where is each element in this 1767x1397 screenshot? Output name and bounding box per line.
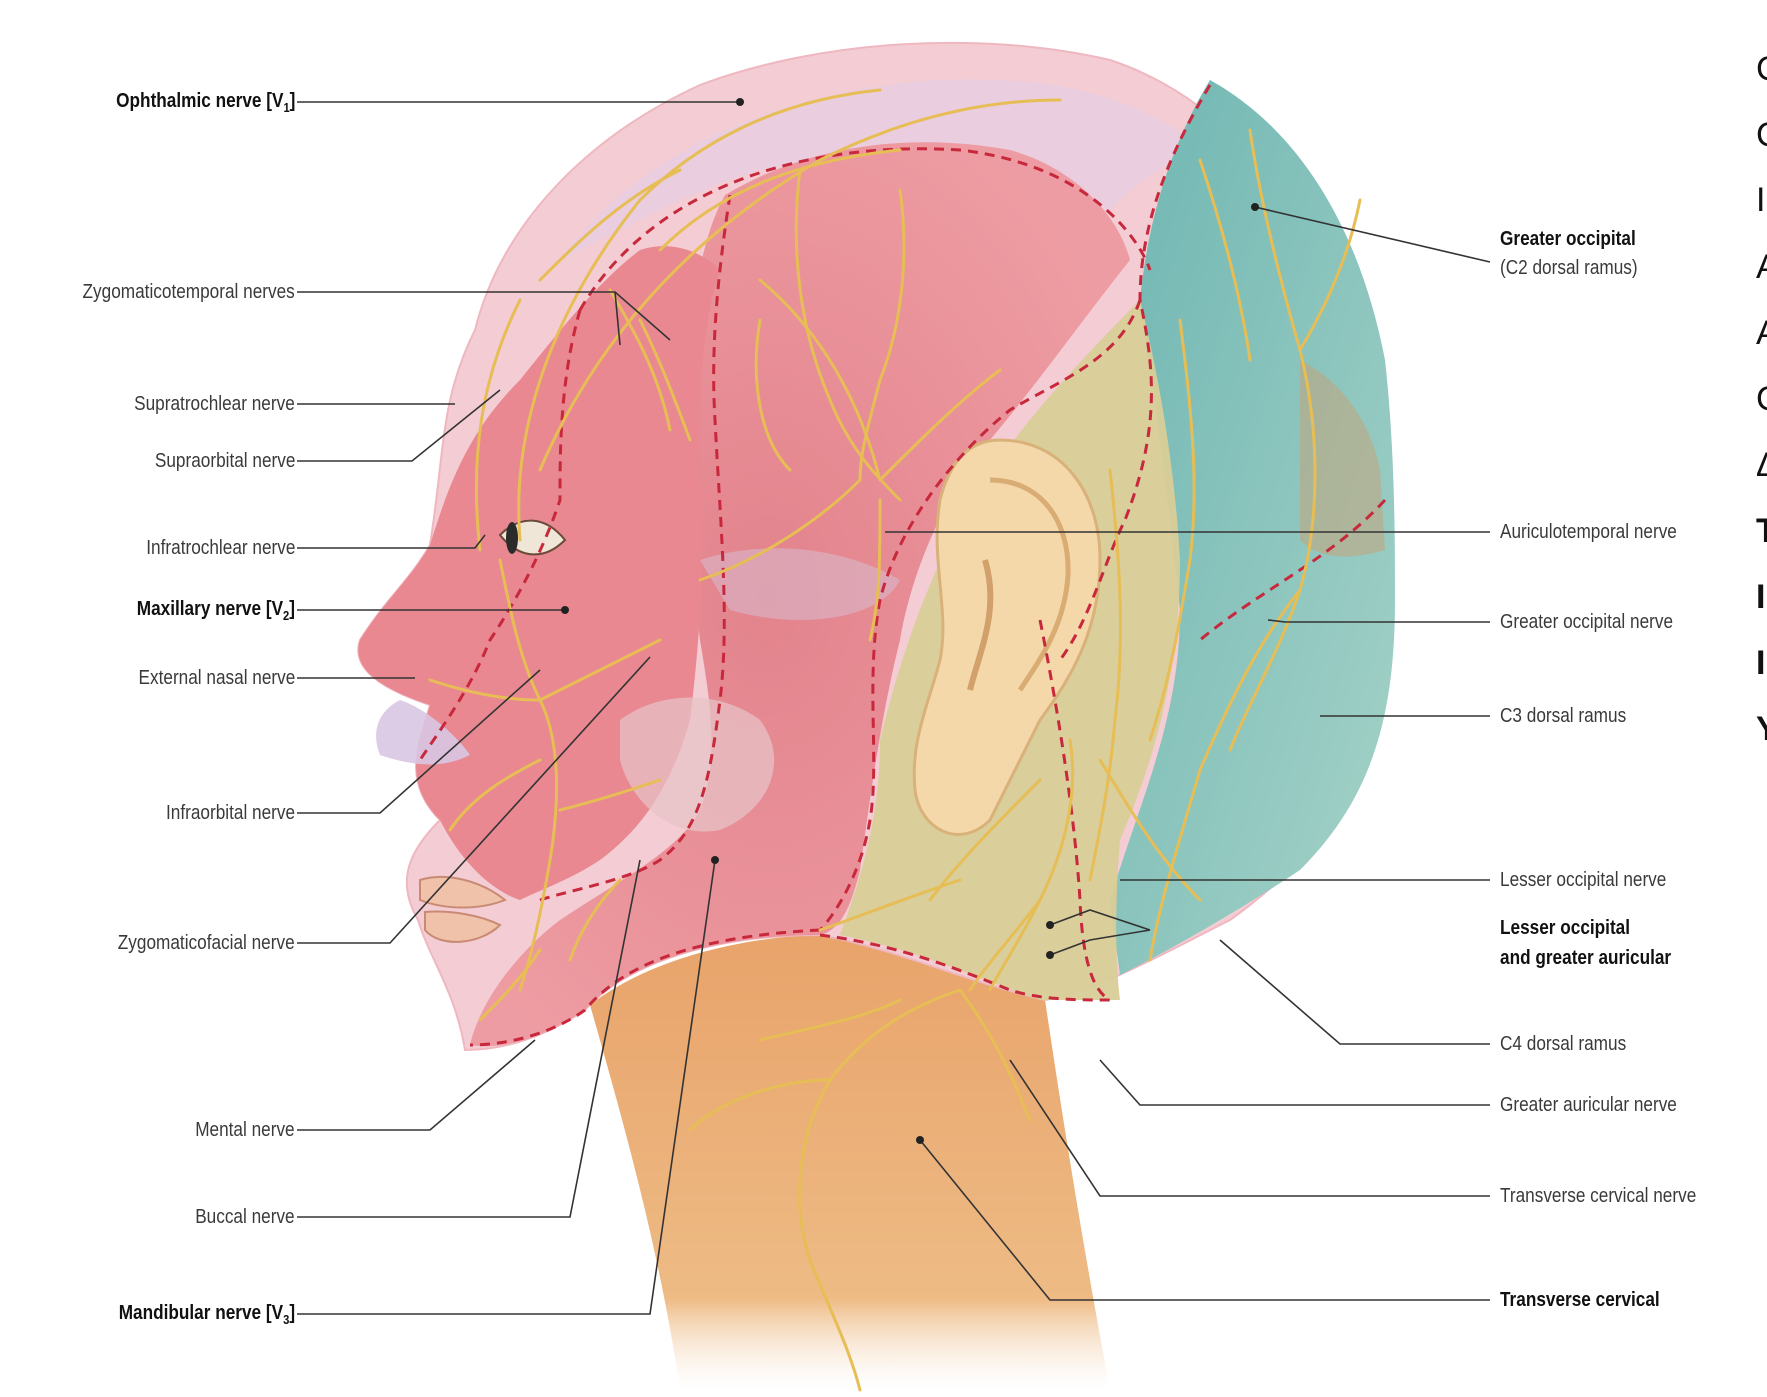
label-infratrochlear-nerve: Infratrochlear nerve [146,538,295,558]
edge-letter: C [1756,118,1767,152]
label-greater-occipital-nerve: Greater occipital nerve [1500,612,1673,632]
label-ophthalmic-nerve: Ophthalmic nerve [V1] [116,91,295,114]
label-transverse-cervical-nerve: Transverse cervical nerve [1500,1186,1696,1206]
edge-letter: Υ [1756,712,1767,746]
label-mandibular-nerve: Mandibular nerve [V3] [119,1303,295,1326]
label-supraorbital-nerve: Supraorbital nerve [154,451,295,471]
label-greater-occipital-c2: (C2 dorsal ramus) [1500,258,1638,278]
label-transverse-cervical-region: Transverse cervical [1500,1290,1660,1310]
label-maxillary-nerve: Maxillary nerve [V2] [137,599,295,622]
edge-letter: I [1756,183,1765,217]
label-zygomaticotemporal-nerves: Zygomaticotemporal nerves [83,282,295,302]
label-lesser-occipital-nerve: Lesser occipital nerve [1500,870,1666,890]
label-greater-auricular-region: and greater auricular [1500,948,1671,968]
edge-letter: Δ [1756,448,1767,482]
edge-letter: Ι [1756,580,1765,614]
label-c4-dorsal-ramus: C4 dorsal ramus [1500,1034,1626,1054]
edge-letter: Ι [1756,646,1765,680]
edge-letter: A [1756,316,1767,350]
label-greater-auricular-nerve: Greater auricular nerve [1500,1095,1677,1115]
label-supratrochlear-nerve: Supratrochlear nerve [134,394,295,414]
label-buccal-nerve: Buccal nerve [196,1207,295,1227]
label-zygomaticofacial-nerve: Zygomaticofacial nerve [118,933,295,953]
edge-letter: Τ [1756,514,1767,548]
edge-letter: C [1756,52,1767,86]
edge-letter: A [1756,250,1767,284]
label-mental-nerve: Mental nerve [196,1120,295,1140]
label-infraorbital-nerve: Infraorbital nerve [166,803,295,823]
edge-letter: C [1756,382,1767,416]
label-c3-dorsal-ramus: C3 dorsal ramus [1500,706,1626,726]
label-lesser-occipital-region: Lesser occipital [1500,918,1630,938]
label-external-nasal-nerve: External nasal nerve [138,668,295,688]
label-greater-occipital-region: Greater occipital [1500,229,1636,249]
label-auriculotemporal-nerve: Auriculotemporal nerve [1500,522,1677,542]
